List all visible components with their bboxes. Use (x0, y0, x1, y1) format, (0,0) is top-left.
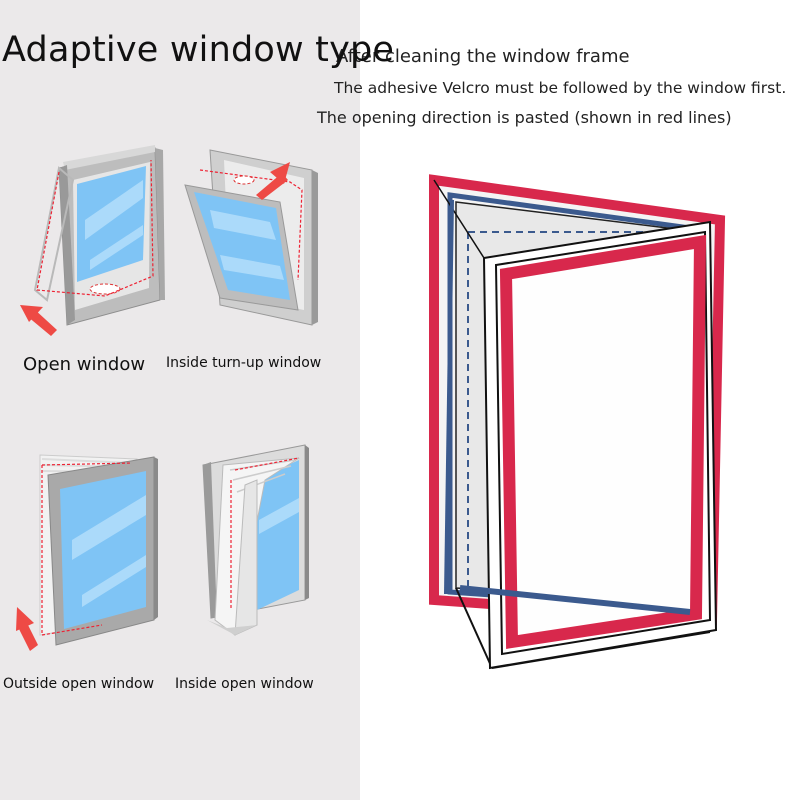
open-window-label: Open window (23, 354, 146, 375)
outside-open-window-label: Outside open window (3, 676, 155, 692)
left-panel (0, 0, 360, 800)
inside-open-window-illustration (202, 444, 309, 636)
inside-turn-up-window-illustration (184, 149, 318, 326)
instruction-line-1: After cleaning the window frame (336, 46, 630, 67)
velcro-application-diagram (429, 174, 726, 670)
outside-open-window-illustration (16, 454, 158, 651)
inside-turn-up-window-label: Inside turn-up window (166, 355, 322, 371)
inside-open-window-label: Inside open window (175, 676, 314, 692)
page-title: Adaptive window type (2, 30, 395, 70)
open-window-illustration (20, 145, 165, 336)
instruction-line-3: The opening direction is pasted (shown i… (317, 108, 732, 127)
instruction-line-2: The adhesive Velcro must be followed by … (334, 79, 787, 97)
